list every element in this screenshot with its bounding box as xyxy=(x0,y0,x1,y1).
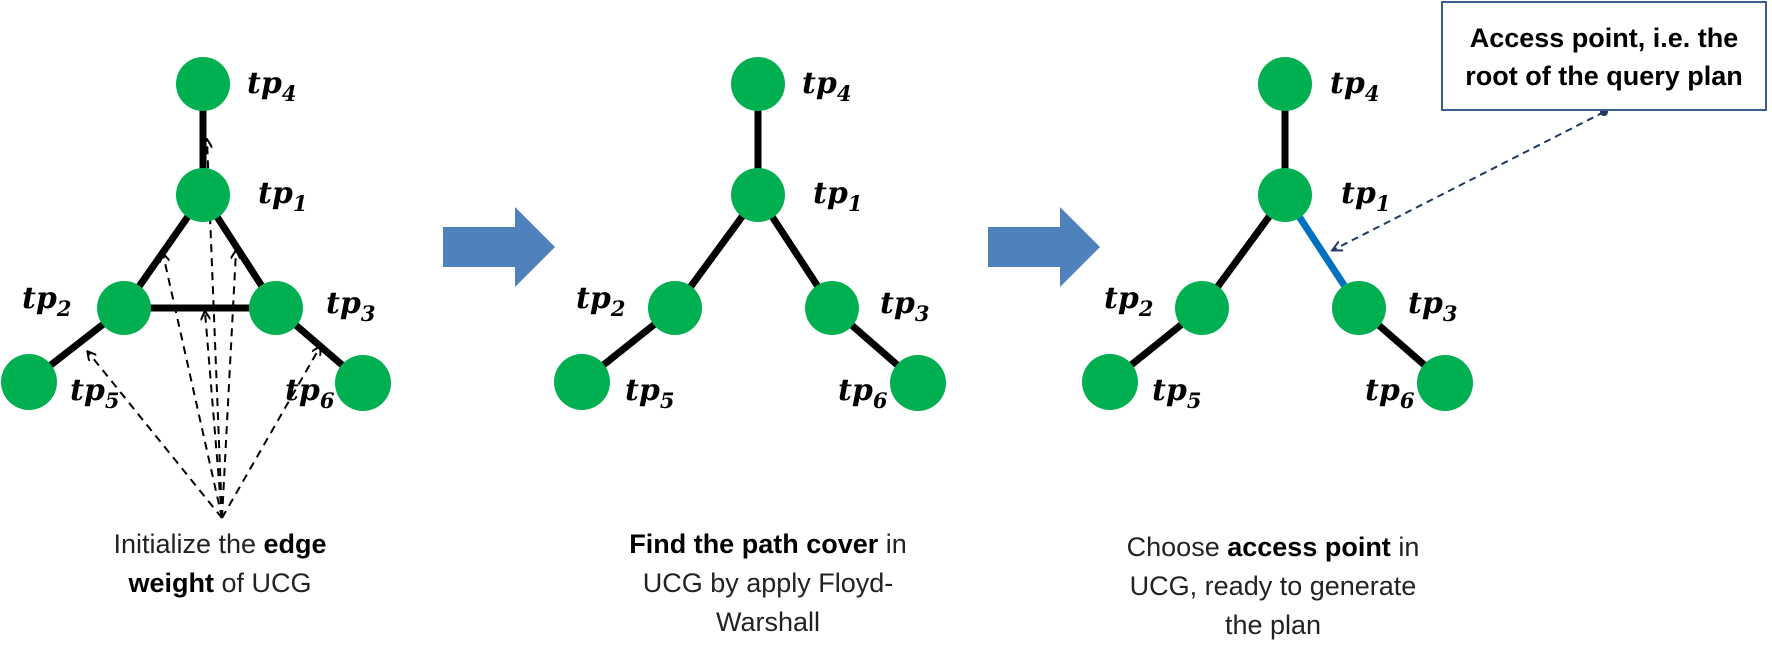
label-tp3: tp3 xyxy=(880,286,929,326)
dashed-arrow-to-tp2-tp3-edge xyxy=(205,312,223,519)
node-tp2 xyxy=(1175,281,1229,335)
node-tp1 xyxy=(1258,168,1312,222)
label-tp6: tp6 xyxy=(1365,373,1415,413)
node-tp6 xyxy=(1417,355,1473,411)
node-tp3 xyxy=(1332,281,1386,335)
node-tp2 xyxy=(648,281,702,335)
label-tp4: tp4 xyxy=(1330,66,1379,106)
node-tp1 xyxy=(176,168,230,222)
node-tp3 xyxy=(805,281,859,335)
dashed-arrow-to-tp6-edge xyxy=(221,347,320,519)
label-tp3: tp3 xyxy=(1408,286,1457,326)
label-tp2: tp2 xyxy=(576,281,625,321)
node-tp2 xyxy=(97,281,151,335)
node-tp5 xyxy=(1,354,57,410)
node-tp5 xyxy=(554,354,610,410)
label-tp5: tp5 xyxy=(625,373,674,413)
node-tp3 xyxy=(249,281,303,335)
node-tp4 xyxy=(731,57,785,111)
caption-step2: Find the path cover in UCG by apply Floy… xyxy=(629,529,907,637)
node-tp1 xyxy=(731,168,785,222)
caption-step1: Initialize the edge weight of UCG xyxy=(113,529,327,598)
label-tp2: tp2 xyxy=(1104,281,1153,321)
block-arrow-step2-to-step3 xyxy=(988,207,1100,287)
callout-bold: Access point xyxy=(1469,23,1638,53)
access-point-callout: Access point, i.e. the root of the query… xyxy=(1441,1,1767,111)
caption-step3-bold: access point xyxy=(1227,532,1391,562)
label-tp1: tp1 xyxy=(813,176,862,216)
graph-step2: tp4 tp1 tp2 tp3 tp5 tp6 xyxy=(554,57,946,413)
node-tp4 xyxy=(1258,57,1312,111)
callout-pointer-arrow xyxy=(1333,111,1605,250)
label-tp2: tp2 xyxy=(22,281,71,321)
caption-step2-bold: Find the path cover xyxy=(629,529,879,559)
label-tp4: tp4 xyxy=(802,66,851,106)
callout-rest: , i.e. the root of the query plan xyxy=(1465,23,1743,91)
block-arrow-step1-to-step2 xyxy=(443,207,555,287)
node-tp5 xyxy=(1082,354,1138,410)
dashed-arrow-to-tp5-edge xyxy=(88,352,223,519)
label-tp1: tp1 xyxy=(1341,176,1390,216)
label-tp3: tp3 xyxy=(326,286,375,326)
label-tp5: tp5 xyxy=(70,373,119,413)
label-tp6: tp6 xyxy=(285,373,335,413)
caption-step1-bold: edge weight xyxy=(128,529,327,598)
label-tp1: tp1 xyxy=(258,176,307,216)
node-tp4 xyxy=(176,57,230,111)
dashed-arrow-to-tp1-tp2-edge xyxy=(163,254,223,519)
node-tp6 xyxy=(335,355,391,411)
node-tp6 xyxy=(890,355,946,411)
label-tp5: tp5 xyxy=(1152,373,1201,413)
caption-step3: Choose access point in UCG, ready to gen… xyxy=(1126,532,1420,640)
graph-step1: tp4 tp1 tp2 tp3 tp5 tp6 xyxy=(1,57,391,519)
dashed-arrow-to-tp1-tp3-edge xyxy=(221,251,236,519)
graph-step3: tp4 tp1 tp2 tp3 tp5 tp6 xyxy=(1082,57,1473,413)
label-tp6: tp6 xyxy=(838,373,888,413)
label-tp4: tp4 xyxy=(247,66,296,106)
